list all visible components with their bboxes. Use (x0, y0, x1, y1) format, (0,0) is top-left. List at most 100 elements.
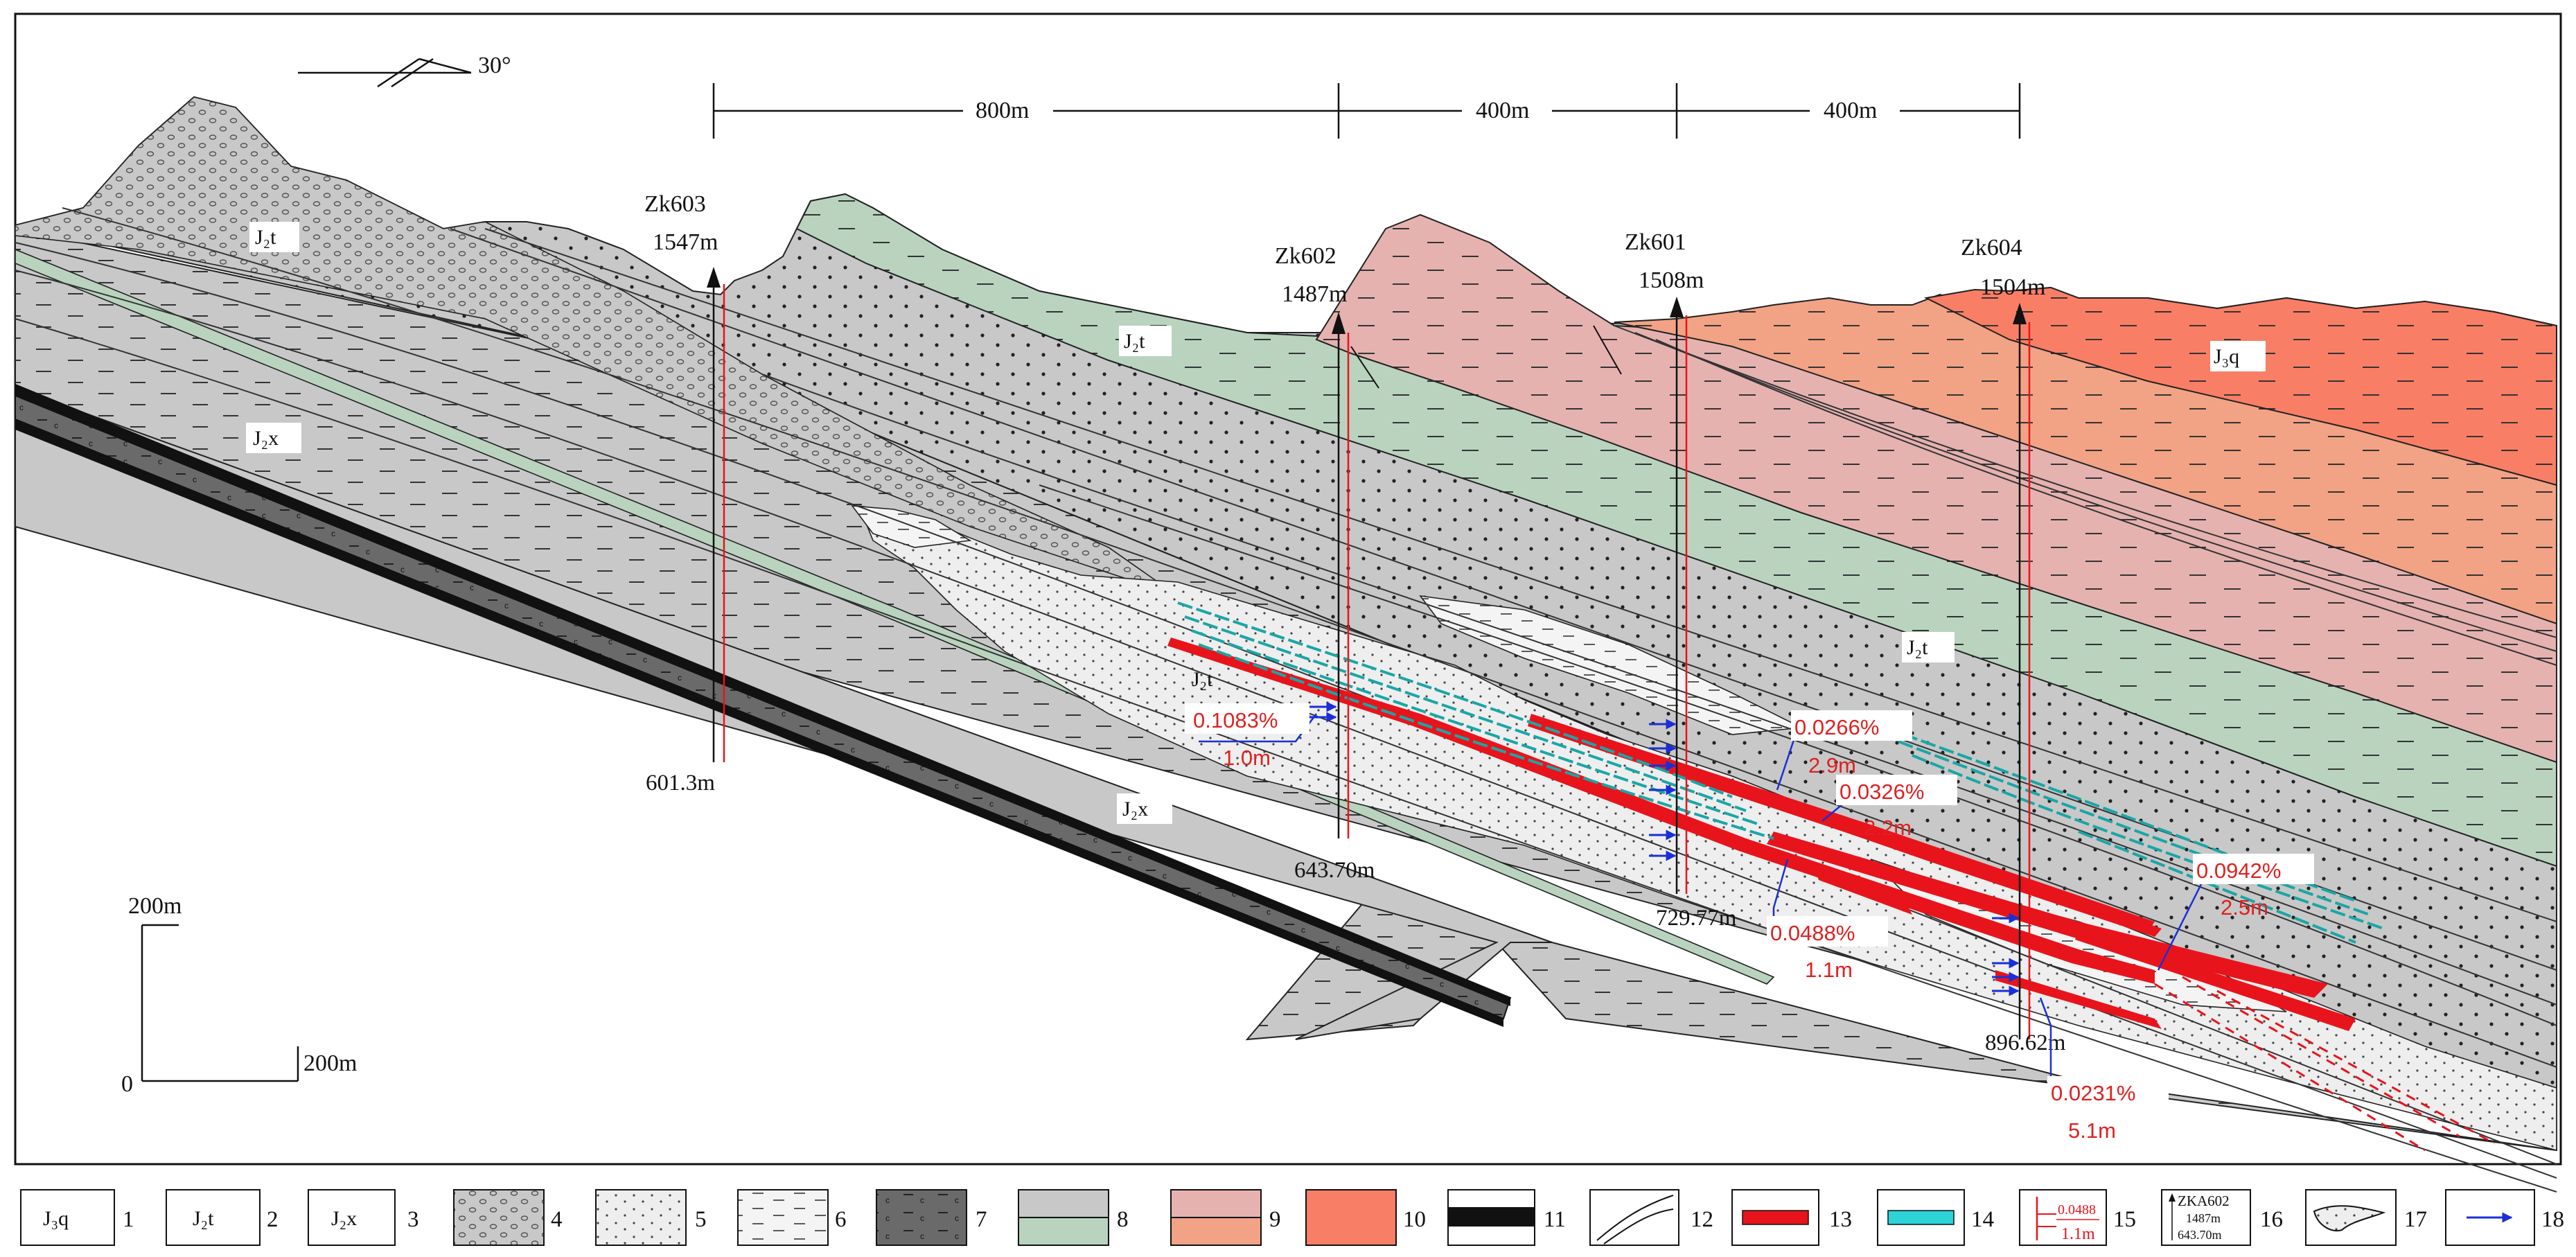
borehole-spacing: 800m 400m 400m (712, 83, 2021, 139)
legend-item-15: 0.0488 1.1m 15 (2019, 1189, 2136, 1246)
grade-6-thk: 5.1m (2068, 1118, 2116, 1143)
grade-4: 0.0942% 2.5m (2157, 854, 2314, 971)
legend-6-num: 6 (835, 1207, 847, 1232)
legend-item-9: 9 (1170, 1189, 1281, 1246)
legend-item-13: 13 (1731, 1189, 1852, 1246)
stratum-j3q-red (1923, 286, 2557, 486)
formation-label-j2x-bottom: J₂x (1122, 798, 1148, 820)
coal-seam-top (15, 385, 1510, 1006)
grade-6-pct: 0.0231% (2051, 1081, 2135, 1105)
dip-angle: 30° (478, 53, 511, 78)
legend-16-id: ZKA602 (2178, 1193, 2230, 1209)
legend-15-num: 15 (2113, 1207, 2136, 1232)
legend-item-5: 5 (595, 1189, 707, 1246)
legend-item-6: 6 (737, 1189, 847, 1246)
legend-item-1: J₃q 1 (20, 1189, 134, 1246)
borehole-elev-zk603: 1547m (653, 229, 718, 255)
legend-item-7: 7 (876, 1189, 987, 1246)
legend-item-2: J₂t 2 (166, 1189, 279, 1246)
spacing-zk602-zk601: 400m (1476, 98, 1529, 123)
legend-item-10: 10 (1305, 1189, 1426, 1246)
grade-5-pct: 0.0488% (1770, 921, 1855, 945)
legend-item-17: 17 (2305, 1189, 2427, 1246)
borehole-id-zk602: Zk602 (1275, 243, 1336, 269)
ore-body-7 (2075, 929, 2356, 1031)
legend-16-depth: 643.70m (2178, 1228, 2222, 1242)
borehole-depth-zk601: 729.77m (1656, 906, 1737, 931)
legend-item-4: 4 (453, 1189, 563, 1246)
legend-item-3: J₂x 3 (308, 1189, 419, 1246)
legend-1-num: 1 (123, 1207, 134, 1232)
lithologic-boundaries (1350, 325, 1622, 389)
borehole-depth-zk604: 896.62m (1985, 1030, 2066, 1055)
bedding-lines (15, 207, 2557, 1193)
grade-callouts: 0.1083% 1.0m 0.0266% 2.9m 0.0326% 2.2m 0… (1185, 703, 2314, 1143)
formation-labels: J₂t J₂x J₂t J₂t J₃q J₂x J₂t (246, 222, 2266, 824)
legend-16-elev: 1487m (2186, 1211, 2221, 1225)
legend: J₃q 1 J₂t 2 J₂x 3 4 5 6 7 (20, 1189, 2564, 1246)
scale-bar: 200m 200m 0 (121, 893, 357, 1097)
legend-1-text: J₃q (43, 1207, 69, 1230)
grade-1-thk: 1.0m (1223, 746, 1271, 770)
scale-horizontal-label: 200m (303, 1051, 357, 1076)
grade-3-thk: 2.2m (1864, 816, 1912, 840)
grade-2-thk: 2.9m (1808, 753, 1856, 777)
borehole-id-zk601: Zk601 (1625, 229, 1686, 255)
grade-3: 0.0326% 2.2m (1821, 775, 1957, 840)
ore-body-4 (1767, 832, 2328, 998)
ore-body-3 (1673, 762, 2162, 937)
grade-1-pct: 0.1083% (1193, 708, 1278, 732)
dip-symbol: 30° (298, 53, 511, 88)
borehole-id-zk604: Zk604 (1961, 235, 2022, 261)
grade-5-thk: 1.1m (1805, 958, 1853, 982)
grade-4-thk: 2.5m (2221, 895, 2268, 920)
borehole-zk601: Zk601 1508m 729.77m (1625, 229, 1737, 931)
legend-item-16: ZKA602 1487m 643.70m 16 (2161, 1189, 2283, 1246)
ore-extension-dashed (2154, 976, 2495, 1152)
stratum-j2x-green-band (15, 248, 1775, 985)
grade-2-pct: 0.0266% (1794, 715, 1879, 739)
legend-12-num: 12 (1691, 1207, 1713, 1232)
grade-2: 0.0266% 2.9m (1776, 710, 1912, 791)
grade-6: 0.0231% 5.1m (2039, 997, 2169, 1143)
borehole-zk603: Zk603 1547m 601.3m (644, 191, 725, 795)
legend-item-14: 14 (1877, 1189, 1994, 1246)
grade-5: 0.0488% 1.1m (1767, 859, 1888, 982)
ore-body-1 (1167, 638, 2155, 984)
legend-15-thk: 1.1m (2061, 1225, 2095, 1243)
legend-16-num: 16 (2260, 1207, 2283, 1232)
legend-13-num: 13 (1829, 1207, 1852, 1232)
grade-1: 0.1083% 1.0m (1185, 703, 1317, 770)
borehole-id-zk603: Zk603 (644, 191, 706, 217)
borehole-elev-zk604: 1504m (1980, 274, 2045, 300)
borehole-zk602: Zk602 1487m 643.70m (1275, 243, 1375, 883)
legend-10-num: 10 (1403, 1207, 1426, 1232)
legend-item-18: 18 (2445, 1189, 2564, 1246)
borehole-elev-zk601: 1508m (1639, 267, 1704, 293)
legend-item-11: 11 (1447, 1189, 1566, 1246)
legend-7-num: 7 (976, 1207, 987, 1232)
formation-label-j2x-left: J₂x (253, 427, 279, 450)
borehole-elev-zk602: 1487m (1282, 281, 1347, 307)
ore-body-5 (1815, 870, 1912, 915)
formation-label-j2t-top: J₂t (255, 226, 276, 249)
coal-seam-bottom (15, 419, 1503, 1027)
legend-item-8: 8 (1018, 1189, 1129, 1246)
ore-bodies (1167, 638, 2356, 1031)
legend-3-num: 3 (407, 1207, 419, 1232)
legend-8-num: 8 (1117, 1207, 1129, 1232)
formation-label-j2t-right: J₂t (1907, 636, 1928, 659)
legend-11-num: 11 (1544, 1207, 1566, 1232)
formation-label-j2t-mid: J₂t (1124, 330, 1145, 353)
formation-label-j2t-small: J₂t (1192, 668, 1213, 691)
borehole-depth-zk603: 601.3m (646, 771, 715, 795)
borehole-depth-zk602: 643.70m (1294, 858, 1375, 883)
spacing-zk601-zk604: 400m (1824, 98, 1877, 123)
legend-9-num: 9 (1269, 1207, 1281, 1232)
legend-2-num: 2 (267, 1207, 279, 1232)
scale-origin-label: 0 (121, 1071, 133, 1097)
formation-label-j3q: J₃q (2214, 345, 2239, 368)
legend-4-num: 4 (551, 1207, 563, 1232)
grade-3-pct: 0.0326% (1840, 780, 1924, 804)
